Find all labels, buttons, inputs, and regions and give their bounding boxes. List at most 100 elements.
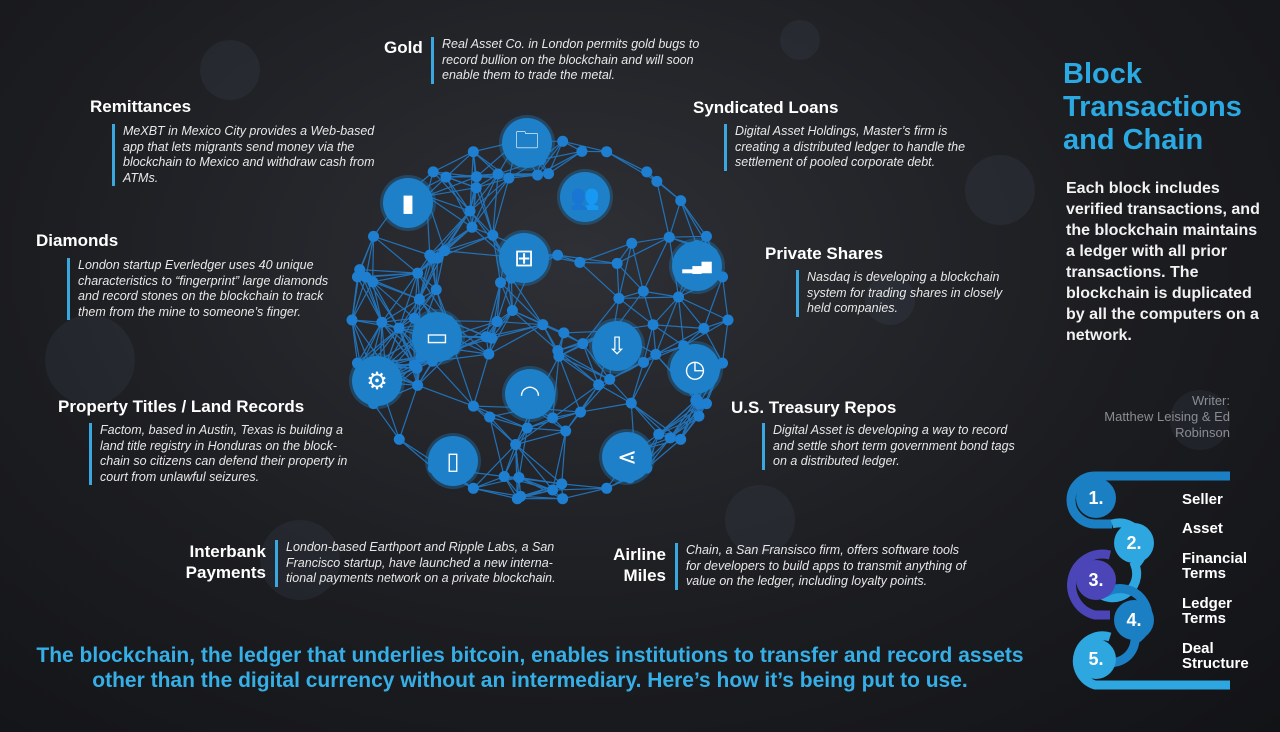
- network-link: [669, 403, 707, 439]
- network-node: [351, 271, 363, 283]
- network-link: [372, 236, 375, 282]
- network-link: [473, 475, 505, 489]
- network-link: [398, 385, 419, 440]
- interbank-text: London-based Earthport and Ripple Labs, …: [275, 540, 575, 587]
- network-node: [641, 166, 653, 178]
- chain-segment: [1066, 471, 1230, 529]
- network-link: [518, 427, 528, 478]
- network-link: [485, 282, 502, 337]
- airline-miles-title: Airline Miles: [613, 545, 666, 585]
- network-link: [680, 399, 698, 440]
- network-link: [373, 235, 430, 256]
- network-link: [471, 173, 499, 228]
- step-label: Ledger Terms: [1182, 595, 1233, 627]
- network-link: [512, 310, 559, 352]
- network-link: [492, 173, 499, 236]
- network-link: [381, 298, 420, 323]
- network-node: [346, 314, 358, 326]
- network-link: [497, 173, 538, 176]
- network-link: [616, 236, 670, 264]
- network-link: [372, 281, 415, 319]
- network-node: [556, 478, 568, 490]
- network-link: [476, 177, 510, 189]
- network-link: [552, 430, 567, 491]
- network-link: [678, 296, 729, 321]
- network-link: [398, 289, 437, 329]
- network-link: [469, 177, 510, 212]
- network-link: [552, 356, 560, 418]
- network-node: [593, 379, 605, 391]
- network-node: [675, 195, 687, 207]
- network-node: [467, 482, 479, 494]
- network-link: [351, 319, 400, 329]
- network-node: [557, 493, 569, 505]
- network-node: [470, 182, 482, 194]
- step-number: 2.: [1114, 523, 1154, 563]
- network-link: [351, 276, 359, 321]
- network-node: [470, 171, 482, 183]
- remittances-title: Remittances: [90, 97, 192, 116]
- network-link: [669, 235, 707, 238]
- network-link: [548, 150, 583, 175]
- network-node: [543, 168, 555, 180]
- network-link: [471, 177, 510, 228]
- network-node: [412, 379, 424, 391]
- network-link: [658, 398, 698, 435]
- network-link: [444, 234, 494, 252]
- network-link: [579, 261, 618, 265]
- network-link: [630, 354, 657, 404]
- gear-icon: ⚙: [352, 356, 402, 406]
- network-link: [473, 405, 517, 445]
- network-link: [515, 444, 563, 485]
- network-link: [669, 403, 700, 439]
- network-node: [547, 484, 559, 496]
- network-link: [630, 402, 671, 439]
- network-node: [613, 292, 625, 304]
- sidebar-title: Block Transactions and Chain: [1063, 58, 1242, 156]
- bokeh-circle: [965, 155, 1035, 225]
- step-number: 3.: [1076, 560, 1116, 600]
- share-icon: ⋖: [602, 432, 652, 482]
- network-node: [513, 471, 525, 483]
- network-node: [558, 327, 570, 339]
- treasury-repos-text: Digital Asset is developing a way to rec…: [762, 423, 1017, 470]
- network-node: [601, 482, 613, 494]
- network-link: [488, 324, 544, 355]
- network-node: [537, 319, 549, 331]
- bokeh-circle: [725, 485, 795, 555]
- network-link: [598, 384, 632, 404]
- network-link: [631, 243, 644, 292]
- network-link: [703, 276, 724, 329]
- network-node: [693, 410, 705, 422]
- network-link: [561, 430, 567, 484]
- network-link: [721, 276, 729, 321]
- network-link: [435, 250, 446, 290]
- network-link: [469, 151, 474, 212]
- network-link: [558, 355, 599, 386]
- network-link: [373, 403, 400, 440]
- network-link: [372, 281, 383, 323]
- private-shares-text: Nasdaq is developing a blockchain system…: [796, 270, 1026, 317]
- network-link: [429, 210, 471, 256]
- network-link: [489, 416, 517, 445]
- network-link: [630, 402, 660, 435]
- diamonds-title: Diamonds: [36, 231, 119, 250]
- network-link: [642, 291, 654, 325]
- cloud-download-icon: ⇩: [592, 321, 642, 371]
- network-link: [721, 319, 729, 364]
- network-link: [579, 261, 620, 299]
- network-link: [489, 416, 528, 429]
- network-link: [445, 176, 473, 228]
- network-link: [646, 438, 682, 469]
- bar-chart-icon: ▂▄▆: [672, 241, 722, 291]
- network-link: [562, 140, 607, 153]
- network-node: [601, 146, 613, 158]
- network-node: [467, 400, 479, 412]
- network-link: [431, 360, 474, 407]
- network-link: [582, 297, 620, 344]
- network-link: [472, 444, 517, 489]
- chain-segment: [1067, 549, 1112, 620]
- network-link: [491, 310, 513, 339]
- network-link: [680, 200, 698, 246]
- gold-title: Gold: [384, 38, 423, 57]
